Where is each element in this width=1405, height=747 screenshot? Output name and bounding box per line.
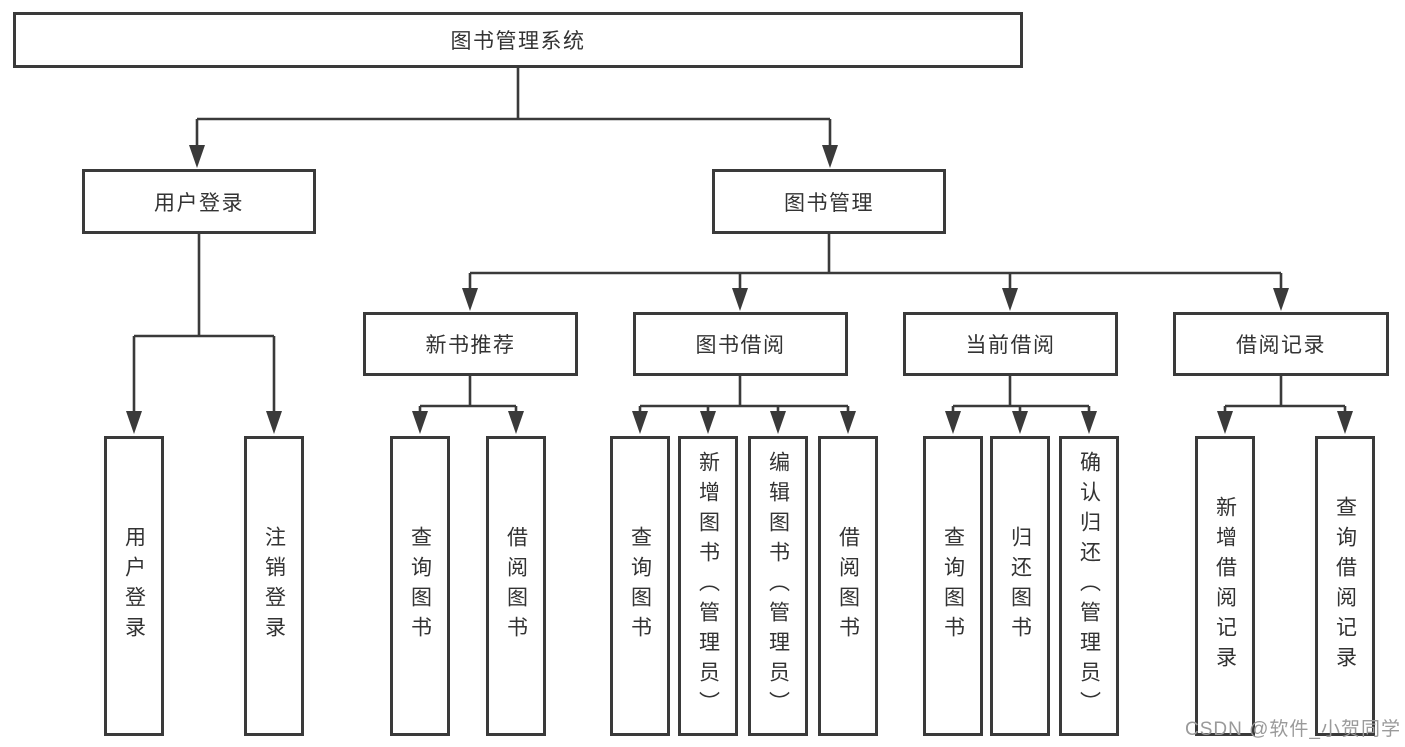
csdn-watermark: CSDN @软件_小贺同学 [1185, 719, 1401, 740]
connector-newbookrec-to-leaves [412, 376, 524, 434]
leaf-query-books-recommend: 查询图书 [390, 436, 450, 736]
leaf-query-books-current: 查询图书 [923, 436, 983, 736]
node-label: 借阅记录 [1236, 334, 1326, 357]
node-label: 查询图书 [941, 526, 965, 646]
node-label: 新增图书（管理员） [696, 451, 720, 721]
node-book-borrowing: 图书借阅 [633, 312, 848, 376]
node-new-book-recommend: 新书推荐 [363, 312, 578, 376]
node-label: 查询借阅记录 [1333, 496, 1357, 676]
node-label: 确认归还（管理员） [1077, 451, 1101, 721]
leaf-edit-books-admin: 编辑图书（管理员） [748, 436, 808, 736]
connector-bookmgmt-to-level3 [462, 234, 1289, 311]
leaf-logout: 注销登录 [244, 436, 304, 736]
node-label: 用户登录 [154, 191, 244, 215]
node-label: 查询图书 [628, 526, 652, 646]
node-label: 图书管理 [784, 191, 874, 215]
leaf-return-books: 归还图书 [990, 436, 1050, 736]
connector-userlogin-to-leaves [126, 234, 282, 434]
node-label: 借阅图书 [504, 526, 528, 646]
node-label: 查询图书 [408, 526, 432, 646]
leaf-add-books-admin: 新增图书（管理员） [678, 436, 738, 736]
node-label: 图书管理系统 [450, 30, 586, 53]
leaf-borrow-books-borrowing: 借阅图书 [818, 436, 878, 736]
node-book-management: 图书管理 [712, 169, 946, 234]
node-label: 图书借阅 [695, 334, 786, 357]
connector-bookborrow-to-leaves [632, 376, 856, 434]
node-label: 借阅图书 [836, 526, 860, 646]
node-label: 新增借阅记录 [1213, 496, 1237, 676]
leaf-query-borrow-record: 查询借阅记录 [1315, 436, 1375, 736]
node-label: 新书推荐 [425, 334, 516, 357]
node-label: 归还图书 [1008, 526, 1032, 646]
leaf-user-login: 用户登录 [104, 436, 164, 736]
node-current-borrowing: 当前借阅 [903, 312, 1118, 376]
node-label: 当前借阅 [965, 334, 1056, 357]
node-user-login: 用户登录 [82, 169, 316, 234]
connector-borrowrecords-to-leaves [1217, 376, 1353, 434]
node-borrowing-records: 借阅记录 [1173, 312, 1389, 376]
node-label: 编辑图书（管理员） [766, 451, 790, 721]
node-label: 用户登录 [122, 526, 146, 646]
node-label: 注销登录 [262, 526, 286, 646]
leaf-add-borrow-record: 新增借阅记录 [1195, 436, 1255, 736]
leaf-borrow-books-recommend: 借阅图书 [486, 436, 546, 736]
leaf-query-books-borrowing: 查询图书 [610, 436, 670, 736]
leaf-confirm-return-admin: 确认归还（管理员） [1059, 436, 1119, 736]
connector-root-to-level2 [189, 68, 838, 168]
node-library-management-system: 图书管理系统 [13, 12, 1023, 68]
connector-currentborrow-to-leaves [945, 376, 1097, 434]
